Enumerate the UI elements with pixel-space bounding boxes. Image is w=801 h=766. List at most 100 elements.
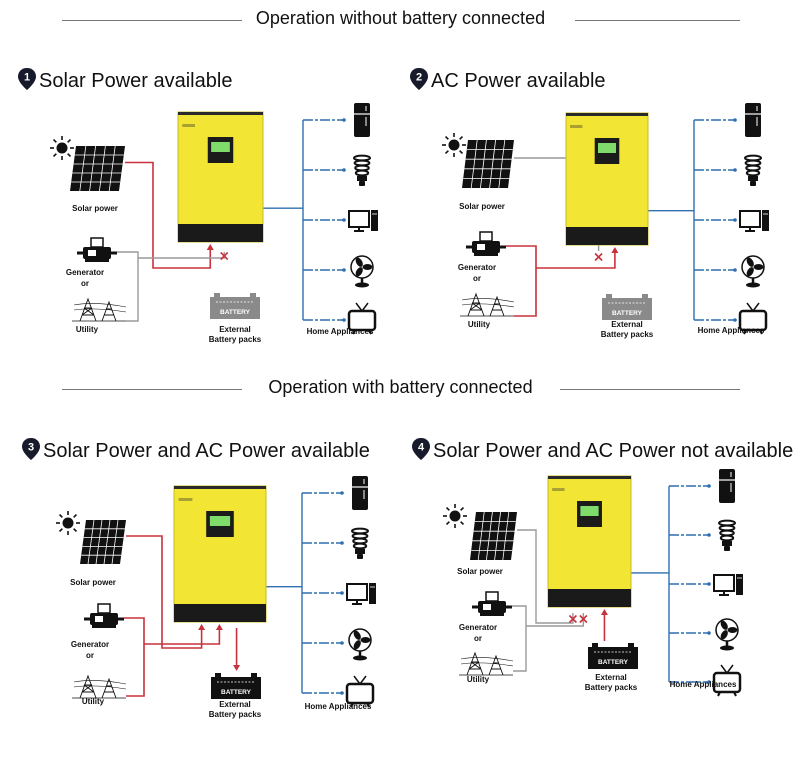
utility-tower-icon [72, 297, 127, 322]
battery-caption-line-2: Battery packs [208, 335, 262, 344]
computer-icon [348, 210, 378, 232]
generator-icon [84, 603, 124, 628]
sun-icon [443, 504, 467, 528]
location-pin-icon: 4 [412, 438, 430, 460]
solar-panel-icon [80, 519, 126, 565]
arrow-down-icon [233, 665, 241, 671]
refrigerator-icon [354, 103, 370, 137]
battery-caption-line-2: Battery packs [208, 710, 262, 719]
blocked-cross-icon [579, 614, 588, 624]
battery-caption-line-1: External [219, 700, 251, 709]
home-appliances-label: Home Appliances [304, 702, 372, 711]
inverter-icon [547, 475, 632, 608]
generator-label: Generator [65, 268, 105, 277]
television-icon [712, 664, 742, 697]
svg-text:BATTERY: BATTERY [612, 310, 643, 317]
mode-title: 2 AC Power available [410, 68, 606, 93]
home-appliances-label: Home Appliances [669, 680, 737, 689]
section-divider-right [560, 389, 740, 390]
svg-text:BATTERY: BATTERY [221, 689, 252, 696]
grid-power-line [512, 605, 527, 672]
inverter-icon [177, 111, 264, 243]
television-icon [345, 675, 375, 708]
arrow-up-icon [198, 624, 206, 630]
utility-tower-icon [460, 292, 515, 317]
generator-icon [472, 591, 512, 616]
refrigerator-icon [719, 469, 735, 503]
svg-text:1: 1 [24, 72, 30, 84]
grid-power-line [138, 252, 225, 259]
refrigerator-icon [745, 103, 761, 137]
solar-power-label: Solar power [459, 202, 505, 211]
section-title-with-battery: Operation with battery connected [0, 377, 801, 398]
svg-text:3: 3 [28, 442, 34, 454]
home-appliances-label: Home Appliances [697, 326, 765, 335]
svg-text:2: 2 [416, 72, 422, 84]
location-pin-icon: 3 [22, 438, 40, 460]
light-bulb-icon [744, 154, 762, 186]
svg-text:BATTERY: BATTERY [220, 309, 251, 316]
utility-label: Utility [75, 325, 99, 334]
battery-icon: BATTERY [210, 293, 260, 319]
solar-power-label: Solar power [457, 567, 503, 576]
light-bulb-icon [718, 519, 736, 551]
grid-power-line [526, 613, 585, 627]
battery-icon: BATTERY [211, 673, 261, 699]
computer-icon [713, 574, 743, 596]
television-icon [347, 302, 377, 335]
mode-title: 1 Solar Power available [18, 68, 232, 93]
or-label: or [86, 651, 94, 660]
solar-panel-icon [470, 511, 517, 561]
location-pin-icon: 2 [410, 68, 428, 90]
grid-power-line [124, 617, 145, 697]
location-pin-icon: 1 [18, 68, 36, 90]
mode-title-text: Solar Power available [39, 70, 233, 92]
fan-icon [741, 255, 765, 288]
sun-icon [56, 511, 80, 535]
arrow-up-icon [611, 247, 619, 253]
section-title-without-battery: Operation without battery connected [0, 8, 801, 29]
or-label: or [474, 634, 482, 643]
arrow-up-icon [206, 244, 214, 250]
blocked-cross-icon [568, 614, 577, 624]
generator-label: Generator [458, 623, 498, 632]
utility-tower-icon [459, 651, 514, 676]
battery-icon: BATTERY [602, 294, 652, 320]
refrigerator-icon [352, 476, 368, 510]
generator-label: Generator [457, 263, 497, 272]
fan-icon [715, 618, 739, 651]
mode-title-text: AC Power available [431, 70, 606, 92]
computer-icon [346, 583, 376, 605]
utility-label: Utility [81, 697, 105, 706]
inverter-icon [565, 112, 649, 246]
battery-caption-line-1: External [611, 320, 643, 329]
mode-title-text: Solar Power and AC Power available [43, 440, 370, 462]
mode-title: 3 Solar Power and AC Power available [22, 438, 370, 463]
light-bulb-icon [353, 154, 371, 186]
svg-text:BATTERY: BATTERY [598, 659, 629, 666]
blocked-cross-icon [594, 252, 603, 262]
fan-icon [350, 255, 374, 288]
grid-power-line [506, 245, 537, 317]
home-appliances-label: Home Appliances [306, 327, 374, 336]
grid-power-line [117, 251, 139, 322]
utility-tower-icon [72, 674, 127, 699]
television-icon [738, 302, 768, 335]
utility-label: Utility [467, 320, 491, 329]
section-divider-left [62, 389, 242, 390]
fan-icon [348, 628, 372, 661]
blocked-cross-icon [220, 251, 229, 261]
arrow-up-icon [215, 624, 223, 630]
section-divider-left [62, 20, 242, 21]
solar-panel-icon [70, 145, 125, 192]
utility-label: Utility [466, 675, 490, 684]
battery-caption-line-2: Battery packs [600, 330, 654, 339]
svg-text:4: 4 [418, 442, 425, 454]
light-bulb-icon [351, 527, 369, 559]
battery-caption-line-2: Battery packs [584, 683, 638, 692]
solar-power-label: Solar power [70, 578, 116, 587]
